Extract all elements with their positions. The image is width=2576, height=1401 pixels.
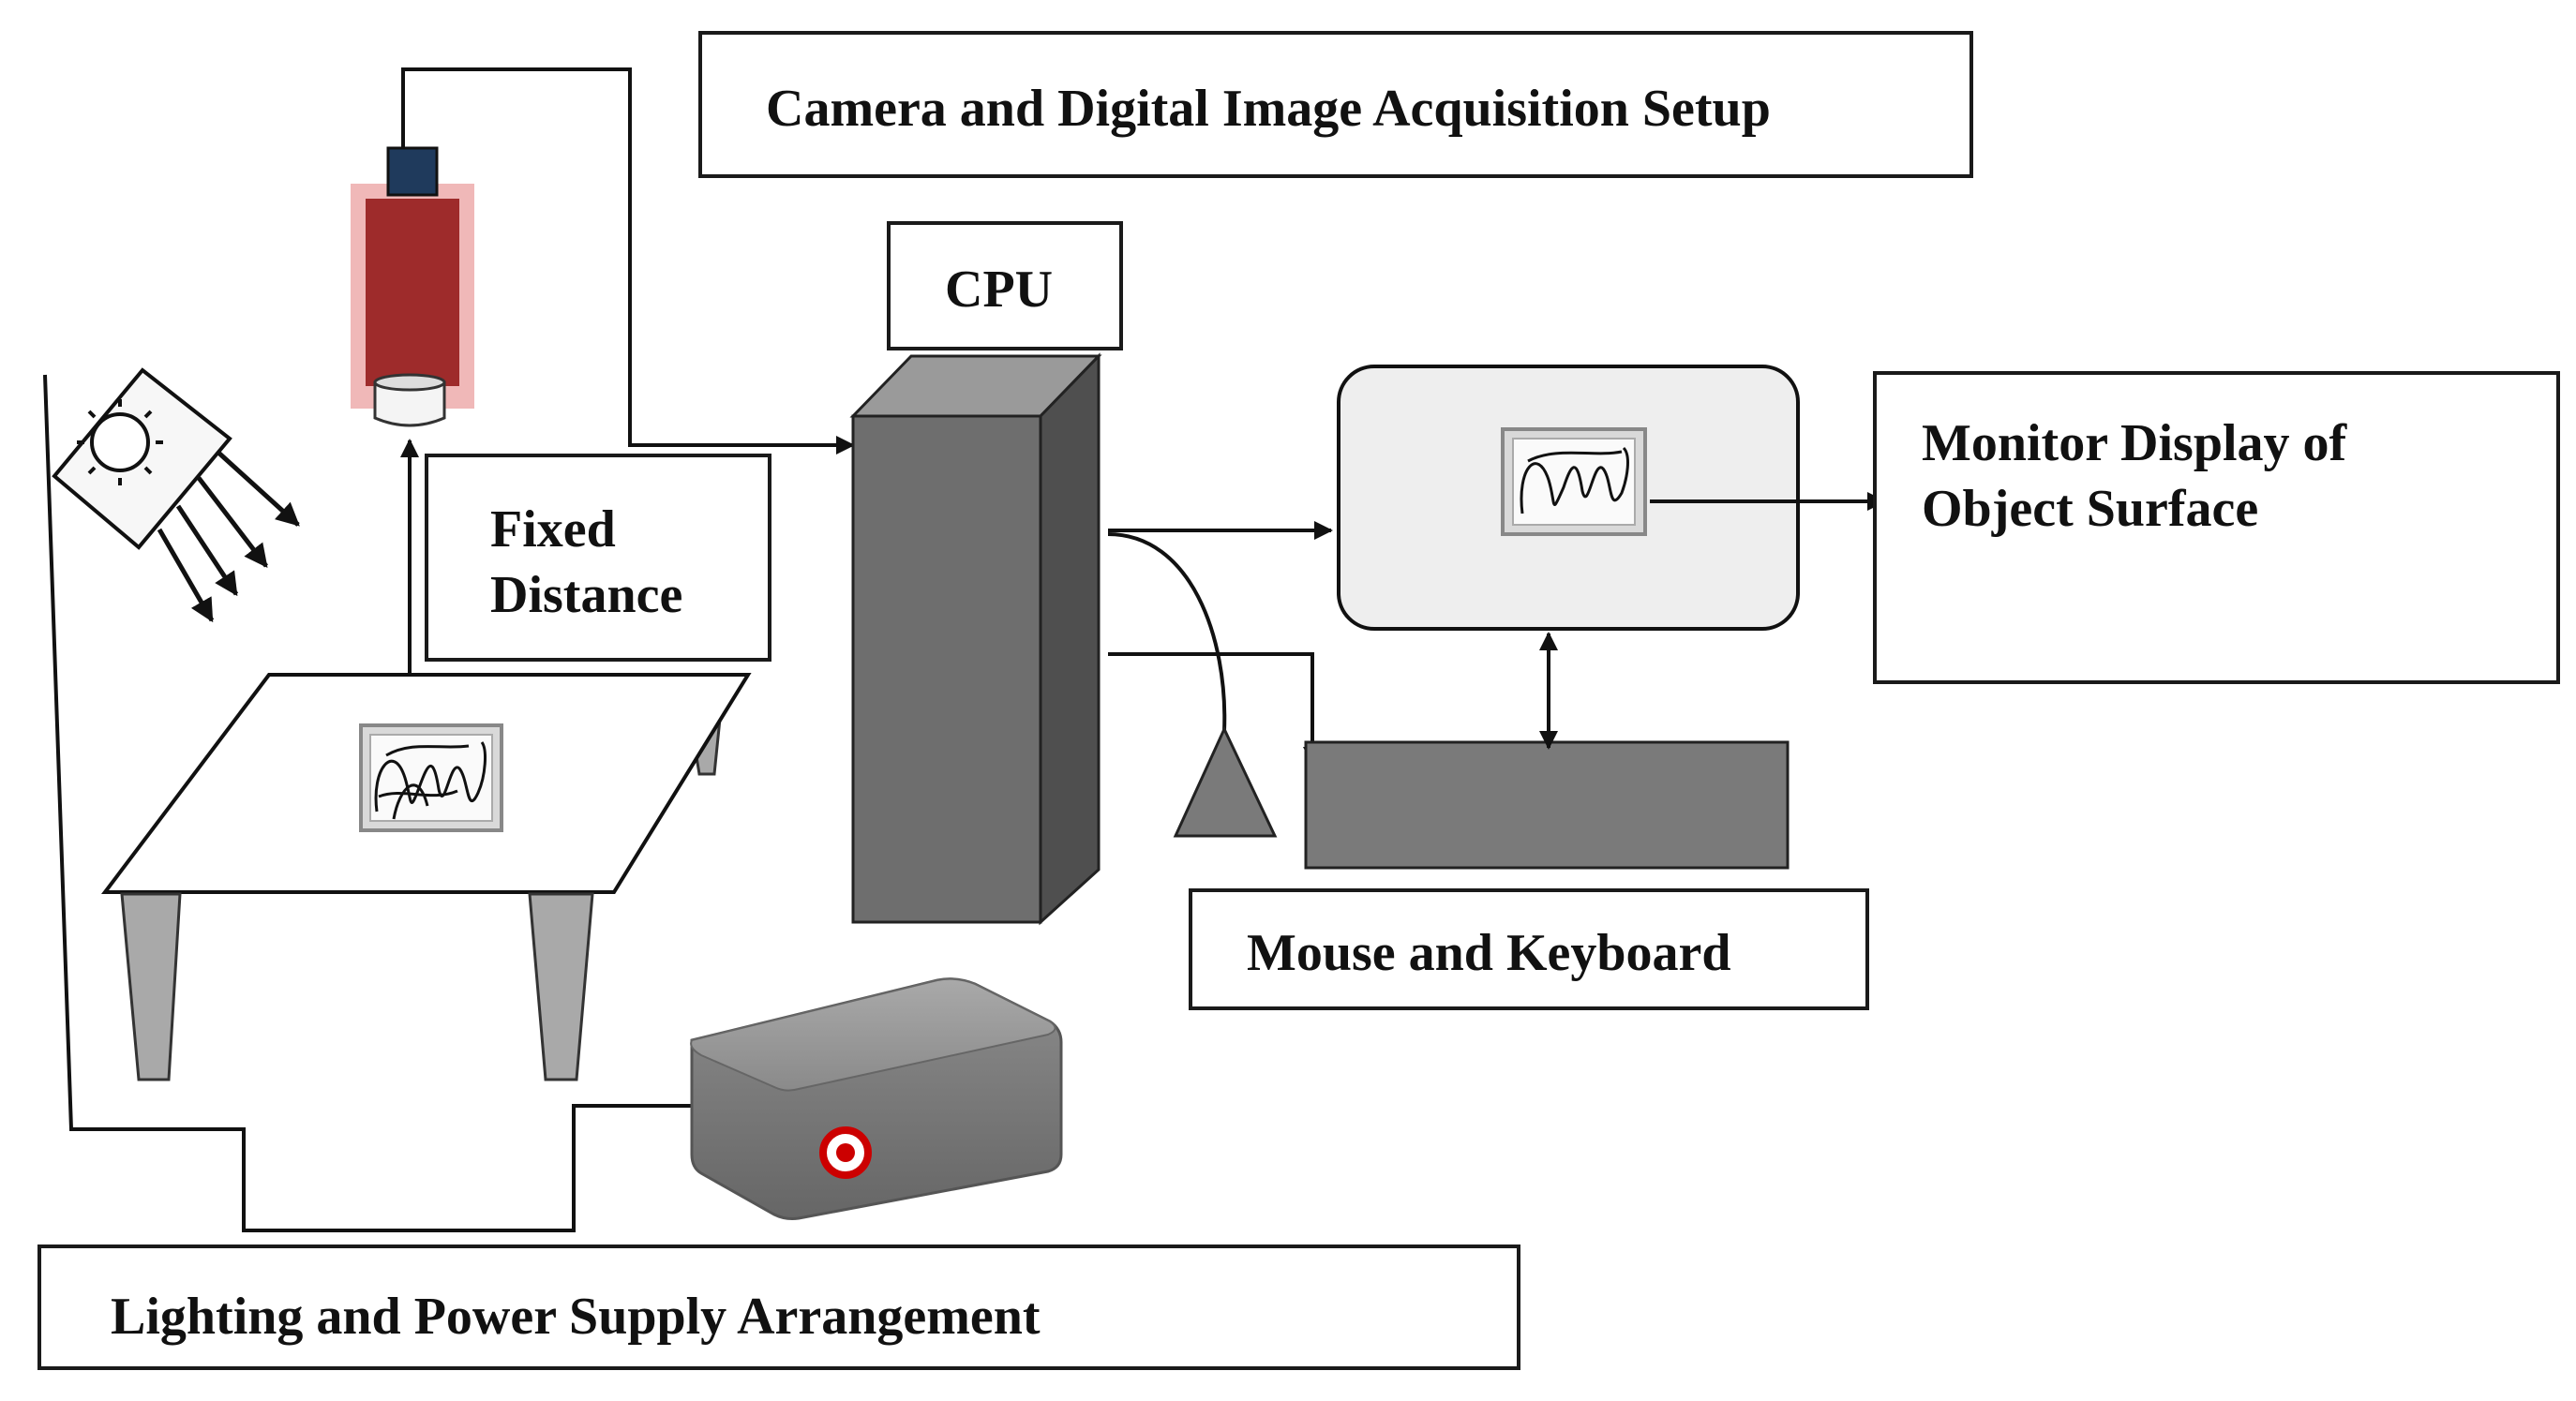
cpu-tower xyxy=(849,352,1102,926)
keyboard xyxy=(1304,740,1790,870)
object-sample xyxy=(359,723,503,832)
fixed-distance-line1: Fixed xyxy=(490,500,616,559)
camera-top-block xyxy=(386,146,439,197)
monitor-label-line2: Object Surface xyxy=(1922,480,2259,538)
cpu-label: CPU xyxy=(945,261,1054,319)
monitor-label-box: Monitor Display of Object Surface xyxy=(1873,371,2560,684)
monitor xyxy=(1337,365,1800,631)
fixed-distance-label: Fixed Distance xyxy=(490,497,682,628)
monitor-label: Monitor Display of Object Surface xyxy=(1922,410,2346,542)
mouse-cable xyxy=(1107,532,1227,732)
mouse-icon xyxy=(1173,725,1278,838)
diagram-title: Camera and Digital Image Acquisition Set… xyxy=(766,80,1771,138)
mouse-keyboard-box: Mouse and Keyboard xyxy=(1189,888,1869,1010)
monitor-label-line1: Monitor Display of xyxy=(1922,414,2347,472)
sun-icon xyxy=(77,399,163,485)
lighting-label: Lighting and Power Supply Arrangement xyxy=(111,1288,1041,1346)
camera-body xyxy=(366,199,459,386)
camera-cable xyxy=(401,67,855,455)
cpu-label-box: CPU xyxy=(887,221,1123,350)
title-box: Camera and Digital Image Acquisition Set… xyxy=(698,31,1973,178)
monitor-object-image xyxy=(1520,446,1629,514)
camera-lens xyxy=(373,380,446,427)
power-supply xyxy=(690,977,1063,1220)
cpu-keyboard-cable xyxy=(1108,652,1322,766)
mouse-keyboard-label: Mouse and Keyboard xyxy=(1247,924,1731,982)
lamp-power-cable xyxy=(43,374,733,1232)
fixed-distance-box: Fixed Distance xyxy=(425,454,771,662)
lamp-icon xyxy=(52,367,300,623)
fixed-distance-line2: Distance xyxy=(490,566,683,624)
lighting-box: Lighting and Power Supply Arrangement xyxy=(37,1245,1520,1370)
camera xyxy=(351,146,474,427)
